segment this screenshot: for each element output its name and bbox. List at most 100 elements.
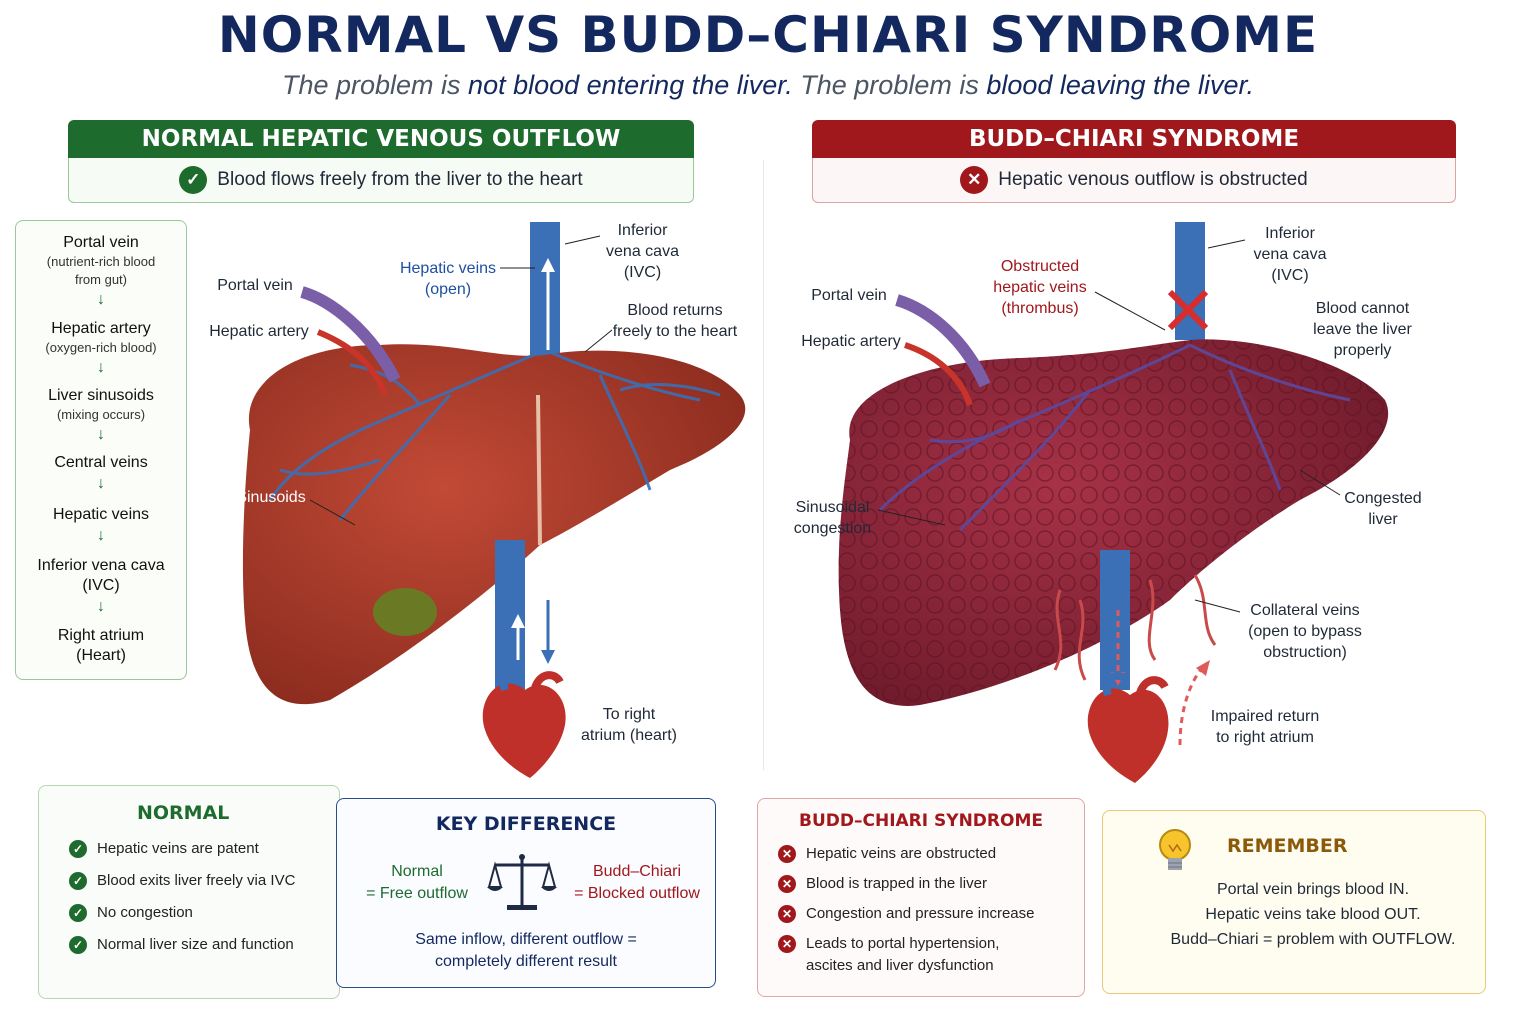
flow-step-label: Hepatic veins	[52, 506, 150, 523]
flow-step-label: Portal vein	[63, 234, 139, 251]
normal-leader-lines	[309, 235, 613, 526]
obstructed-hepatic-veins	[878, 343, 1351, 532]
label-obstructed-hepatic-veins: Obstructed hepatic veins (thrombus)	[993, 258, 1087, 317]
falciform-ligament	[536, 394, 542, 546]
x-icon: ✕	[778, 845, 796, 863]
up-arrow-icon	[541, 258, 555, 272]
budd-panel-header: BUDD–CHIARI SYNDROME ✕ Hepatic venous ou…	[812, 120, 1456, 203]
label-impaired-return: Impaired return to right atrium	[1210, 708, 1320, 746]
check-icon: ✓	[69, 872, 87, 890]
up-arrow-icon	[511, 614, 525, 628]
budd-status-text: Hepatic venous outflow is obstructed	[998, 169, 1308, 190]
budd-portal-vein	[895, 294, 991, 388]
check-icon: ✓	[179, 166, 208, 194]
summary-list-item: ✕Congestion and pressure increase	[778, 903, 1078, 925]
key-difference-box: KEY DIFFERENCE Normal = Free outflow Bud…	[336, 798, 716, 988]
balance-scale-icon	[487, 854, 557, 910]
summary-list-text: Hepatic veins are obstructed	[806, 845, 997, 862]
check-icon: ✓	[69, 840, 87, 858]
normal-hepatic-veins	[268, 348, 721, 521]
summary-list-item: ✓ Hepatic veins are patent	[69, 838, 334, 860]
budd-summary-list: ✕ Hepatic veins are obstructed ✕ Blood is t…	[778, 843, 1078, 985]
key-footer-text: Same inflow, different outflow = complet…	[415, 931, 637, 970]
label-sinusoidal-congestion: Sinusoidal congestion	[793, 499, 872, 537]
summary-list-item: ✕Leads to portal hypertension, ascites a…	[778, 933, 1078, 977]
label-congested-liver: Congested liver	[1344, 490, 1422, 528]
subtitle-part3: The problem is	[792, 70, 987, 100]
label-hepatic-veins-open: Hepatic veins (open)	[399, 260, 497, 298]
budd-summary-box: BUDD–CHIARI SYNDROME ✕ Hepatic veins are …	[757, 798, 1085, 997]
label-budd-ivc: Inferior vena cava (IVC)	[1253, 225, 1327, 284]
summary-list-item: ✓ No congestion	[69, 902, 334, 924]
subtitle-part2: not blood entering the liver.	[468, 70, 793, 100]
budd-hepatic-artery	[904, 342, 973, 407]
label-cannot-leave: Blood cannot leave the liver properly	[1313, 300, 1412, 359]
panel-divider	[763, 160, 764, 770]
flow-step: Liver sinusoids (mixing occurs) ↓	[16, 386, 186, 446]
summary-list-item: ✓Blood exits liver freely via IVC	[69, 870, 334, 892]
x-icon: ✕	[960, 166, 989, 194]
down-arrow-icon	[541, 650, 555, 664]
normal-summary-title: NORMAL	[137, 802, 230, 824]
label-hepatic-artery: Hepatic artery	[209, 323, 309, 340]
summary-list-item: ✕ Hepatic veins are obstructed	[778, 843, 1078, 865]
normal-panel-title: NORMAL HEPATIC VENOUS OUTFLOW	[68, 120, 694, 158]
normal-panel-header: NORMAL HEPATIC VENOUS OUTFLOW ✓ Blood fl…	[68, 120, 694, 203]
budd-leader-lines	[877, 239, 1341, 613]
flow-steps-box: Portal vein (nutrient-rich blood from gut…	[15, 220, 187, 680]
label-collateral-veins: Collateral veins (open to bypass obstruc…	[1248, 602, 1362, 661]
label-budd-hepatic-artery: Hepatic artery	[801, 333, 901, 350]
flow-step-label: Liver sinusoids	[48, 387, 154, 404]
budd-summary-title: BUDD–CHIARI SYNDROME	[799, 811, 1043, 831]
normal-summary-box: NORMAL ✓ Hepatic veins are patent ✓Blood e…	[38, 785, 340, 999]
x-icon: ✕	[778, 905, 796, 923]
down-arrow-icon: ↓	[97, 426, 105, 443]
label-ivc: Inferior vena cava (IVC)	[606, 222, 679, 281]
remember-title: REMEMBER	[1227, 835, 1348, 857]
summary-list-text: Hepatic veins are patent	[97, 840, 259, 857]
flow-step: Hepatic artery(oxygen-rich blood)↓	[16, 319, 186, 379]
summary-list-text: Normal liver size and function	[97, 936, 294, 953]
flow-step-note: (nutrient-rich blood from gut)	[46, 254, 156, 287]
flow-step: Inferior vena cava (IVC)↓	[16, 556, 186, 618]
summary-list-text: No congestion	[97, 904, 193, 921]
label-portal-vein: Portal vein	[217, 277, 293, 294]
remember-line: Hepatic veins take blood OUT.	[1205, 906, 1421, 923]
normal-status: ✓ Blood flows freely from the liver to t…	[68, 158, 694, 203]
lightbulb-icon	[1159, 829, 1191, 870]
collateral-veins	[1053, 574, 1217, 681]
flow-step: Hepatic veins ↓	[16, 505, 186, 547]
page-title: NORMAL VS BUDD–CHIARI SYNDROME	[217, 6, 1319, 64]
check-icon: ✓	[69, 904, 87, 922]
down-arrow-icon: ↓	[97, 291, 105, 308]
flow-step-note: (mixing occurs)	[56, 407, 146, 422]
down-arrow-icon: ↓	[97, 527, 105, 544]
key-normal-text: Normal = Free outflow	[366, 863, 468, 902]
subtitle-part4: blood leaving the liver.	[986, 70, 1255, 100]
normal-status-text: Blood flows freely from the liver to the…	[217, 169, 583, 190]
remember-line: Budd–Chiari = problem with OUTFLOW.	[1170, 931, 1456, 948]
normal-liver-shape	[242, 344, 746, 705]
flow-step-label: Right atrium (Heart)	[57, 627, 145, 664]
normal-hepatic-artery	[316, 329, 388, 397]
flow-step-label: Central veins	[54, 454, 148, 471]
subtitle-part1: The problem is	[281, 70, 469, 100]
up-arrow-icon	[1196, 660, 1210, 676]
summary-list-item: ✓ Normal liver size and function	[69, 934, 334, 956]
remember-lines: Portal vein brings blood IN. Hepatic vei…	[1163, 877, 1463, 952]
flow-step: Right atrium (Heart)	[16, 626, 186, 666]
down-arrow-icon: ↓	[97, 475, 105, 492]
flow-step: Portal vein (nutrient-rich blood from gut…	[16, 233, 186, 311]
normal-heart-icon	[482, 667, 566, 778]
summary-list-text: Blood is trapped in the liver	[806, 875, 987, 892]
check-icon: ✓	[69, 936, 87, 954]
budd-panel-title: BUDD–CHIARI SYNDROME	[812, 120, 1456, 158]
label-budd-portal-vein: Portal vein	[811, 287, 887, 304]
label-blood-returns: Blood returns freely to the heart	[612, 302, 738, 340]
congested-liver	[838, 222, 1389, 783]
subtitle: The problem is not blood entering the li…	[0, 70, 1536, 101]
normal-portal-vein	[300, 286, 401, 383]
label-sinusoids: Sinusoids	[236, 489, 306, 506]
key-difference-title: KEY DIFFERENCE	[435, 813, 617, 835]
